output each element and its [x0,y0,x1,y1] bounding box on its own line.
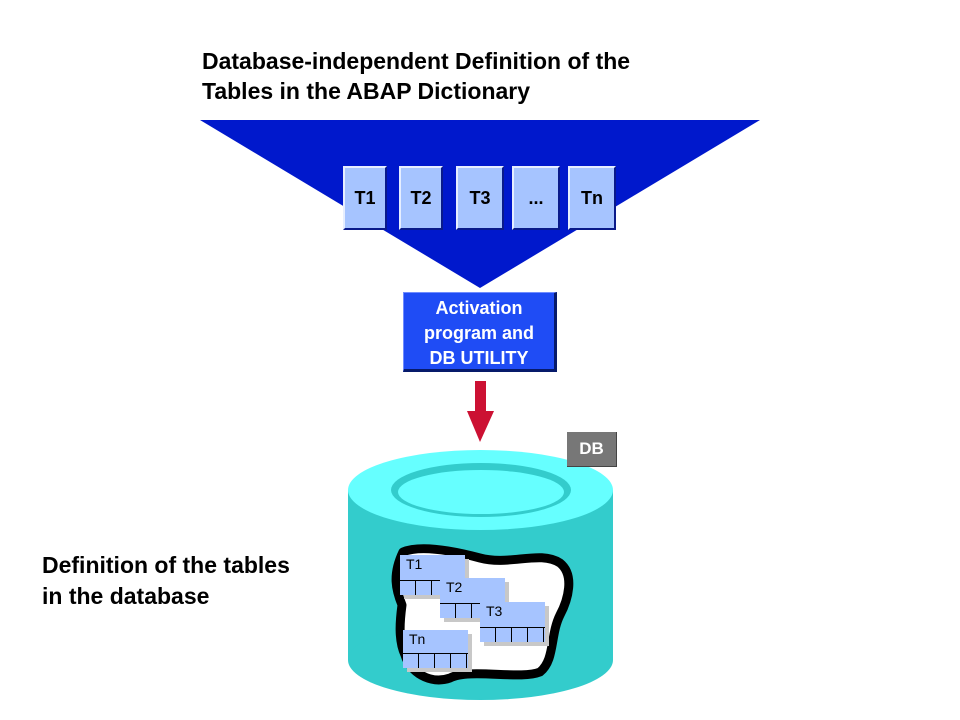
dictionary-table-tn: Tn [568,166,616,230]
dictionary-table-t3: T3 [456,166,504,230]
dictionary-title-line-1: Database-independent Definition of the [202,48,631,74]
db-table-t3: T3 [480,602,545,642]
activation-line-1: Activation [435,298,523,318]
dictionary-title: Database-independent Definition of the T… [202,46,630,106]
database-caption-line-2: in the database [42,583,210,609]
down-arrow-icon [467,381,494,442]
activation-line-2: program and [423,323,534,343]
db-label: DB [567,432,617,467]
activation-line-3: DB UTILITY [429,348,529,368]
table-columns [403,653,468,668]
dictionary-table-t2: T2 [399,166,443,230]
dictionary-title-line-2: Tables in the ABAP Dictionary [202,78,531,104]
dictionary-table-ellipsis: ... [512,166,560,230]
db-table-t1-label: T1 [406,556,423,572]
activation-program-box: Activation program and DB UTILITY [403,292,557,372]
db-table-t2-label: T2 [446,579,463,595]
db-table-t3-label: T3 [486,603,503,619]
table-columns [480,627,545,642]
dictionary-table-t1: T1 [343,166,387,230]
db-table-tn-label: Tn [409,631,426,647]
database-caption: Definition of the tables in the database [42,550,290,612]
database-caption-line-1: Definition of the tables [42,552,290,578]
db-table-tn: Tn [403,630,468,668]
